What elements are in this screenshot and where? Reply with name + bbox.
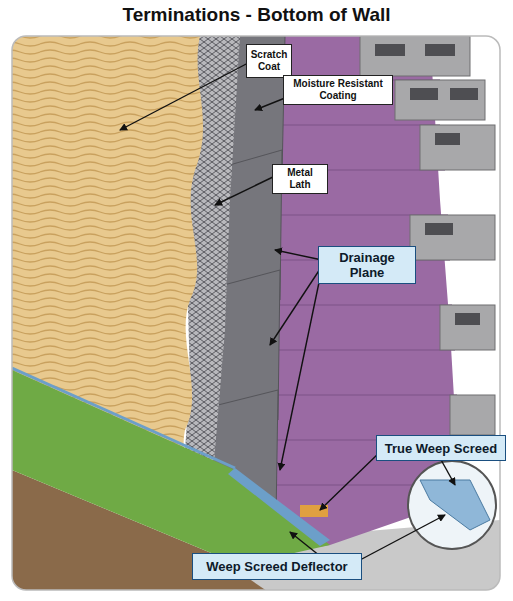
diagram-title: Terminations - Bottom of Wall bbox=[0, 4, 513, 26]
detail-circle bbox=[408, 461, 496, 549]
text-stack: Moisture Resistant Coating bbox=[287, 78, 389, 102]
callout-text: Scratch Coat bbox=[250, 49, 288, 73]
callout-box: Moisture Resistant Coating bbox=[283, 75, 393, 105]
text-stack: Metal Lath bbox=[276, 167, 324, 191]
callout-text: Moisture Resistant Coating bbox=[287, 78, 389, 102]
callout-box-highlight: True Weep Screed bbox=[376, 435, 506, 461]
callout-box: Metal Lath bbox=[272, 164, 328, 194]
grass bbox=[12, 370, 330, 565]
weep-screed bbox=[228, 468, 330, 546]
callout-box: Scratch Coat bbox=[246, 44, 292, 78]
frame bbox=[12, 36, 500, 590]
text-stack: Scratch Coat bbox=[250, 49, 288, 73]
text-stack: Weep Screed Deflector bbox=[206, 559, 347, 574]
callout-box-highlight: Weep Screed Deflector bbox=[192, 553, 362, 580]
callout-box-highlight: Drainage Plane bbox=[318, 246, 416, 284]
leader-lines bbox=[120, 62, 455, 560]
weep-screed-edge bbox=[12, 368, 235, 468]
text-stack: True Weep Screed bbox=[385, 441, 497, 456]
callout-text: True Weep Screed bbox=[385, 441, 497, 456]
callout-text: Weep Screed Deflector bbox=[206, 559, 347, 574]
illustration-body bbox=[12, 36, 500, 590]
callout-text: Drainage Plane bbox=[325, 250, 409, 280]
text-stack: Drainage Plane bbox=[325, 250, 409, 280]
callout-text: Metal Lath bbox=[276, 167, 324, 191]
